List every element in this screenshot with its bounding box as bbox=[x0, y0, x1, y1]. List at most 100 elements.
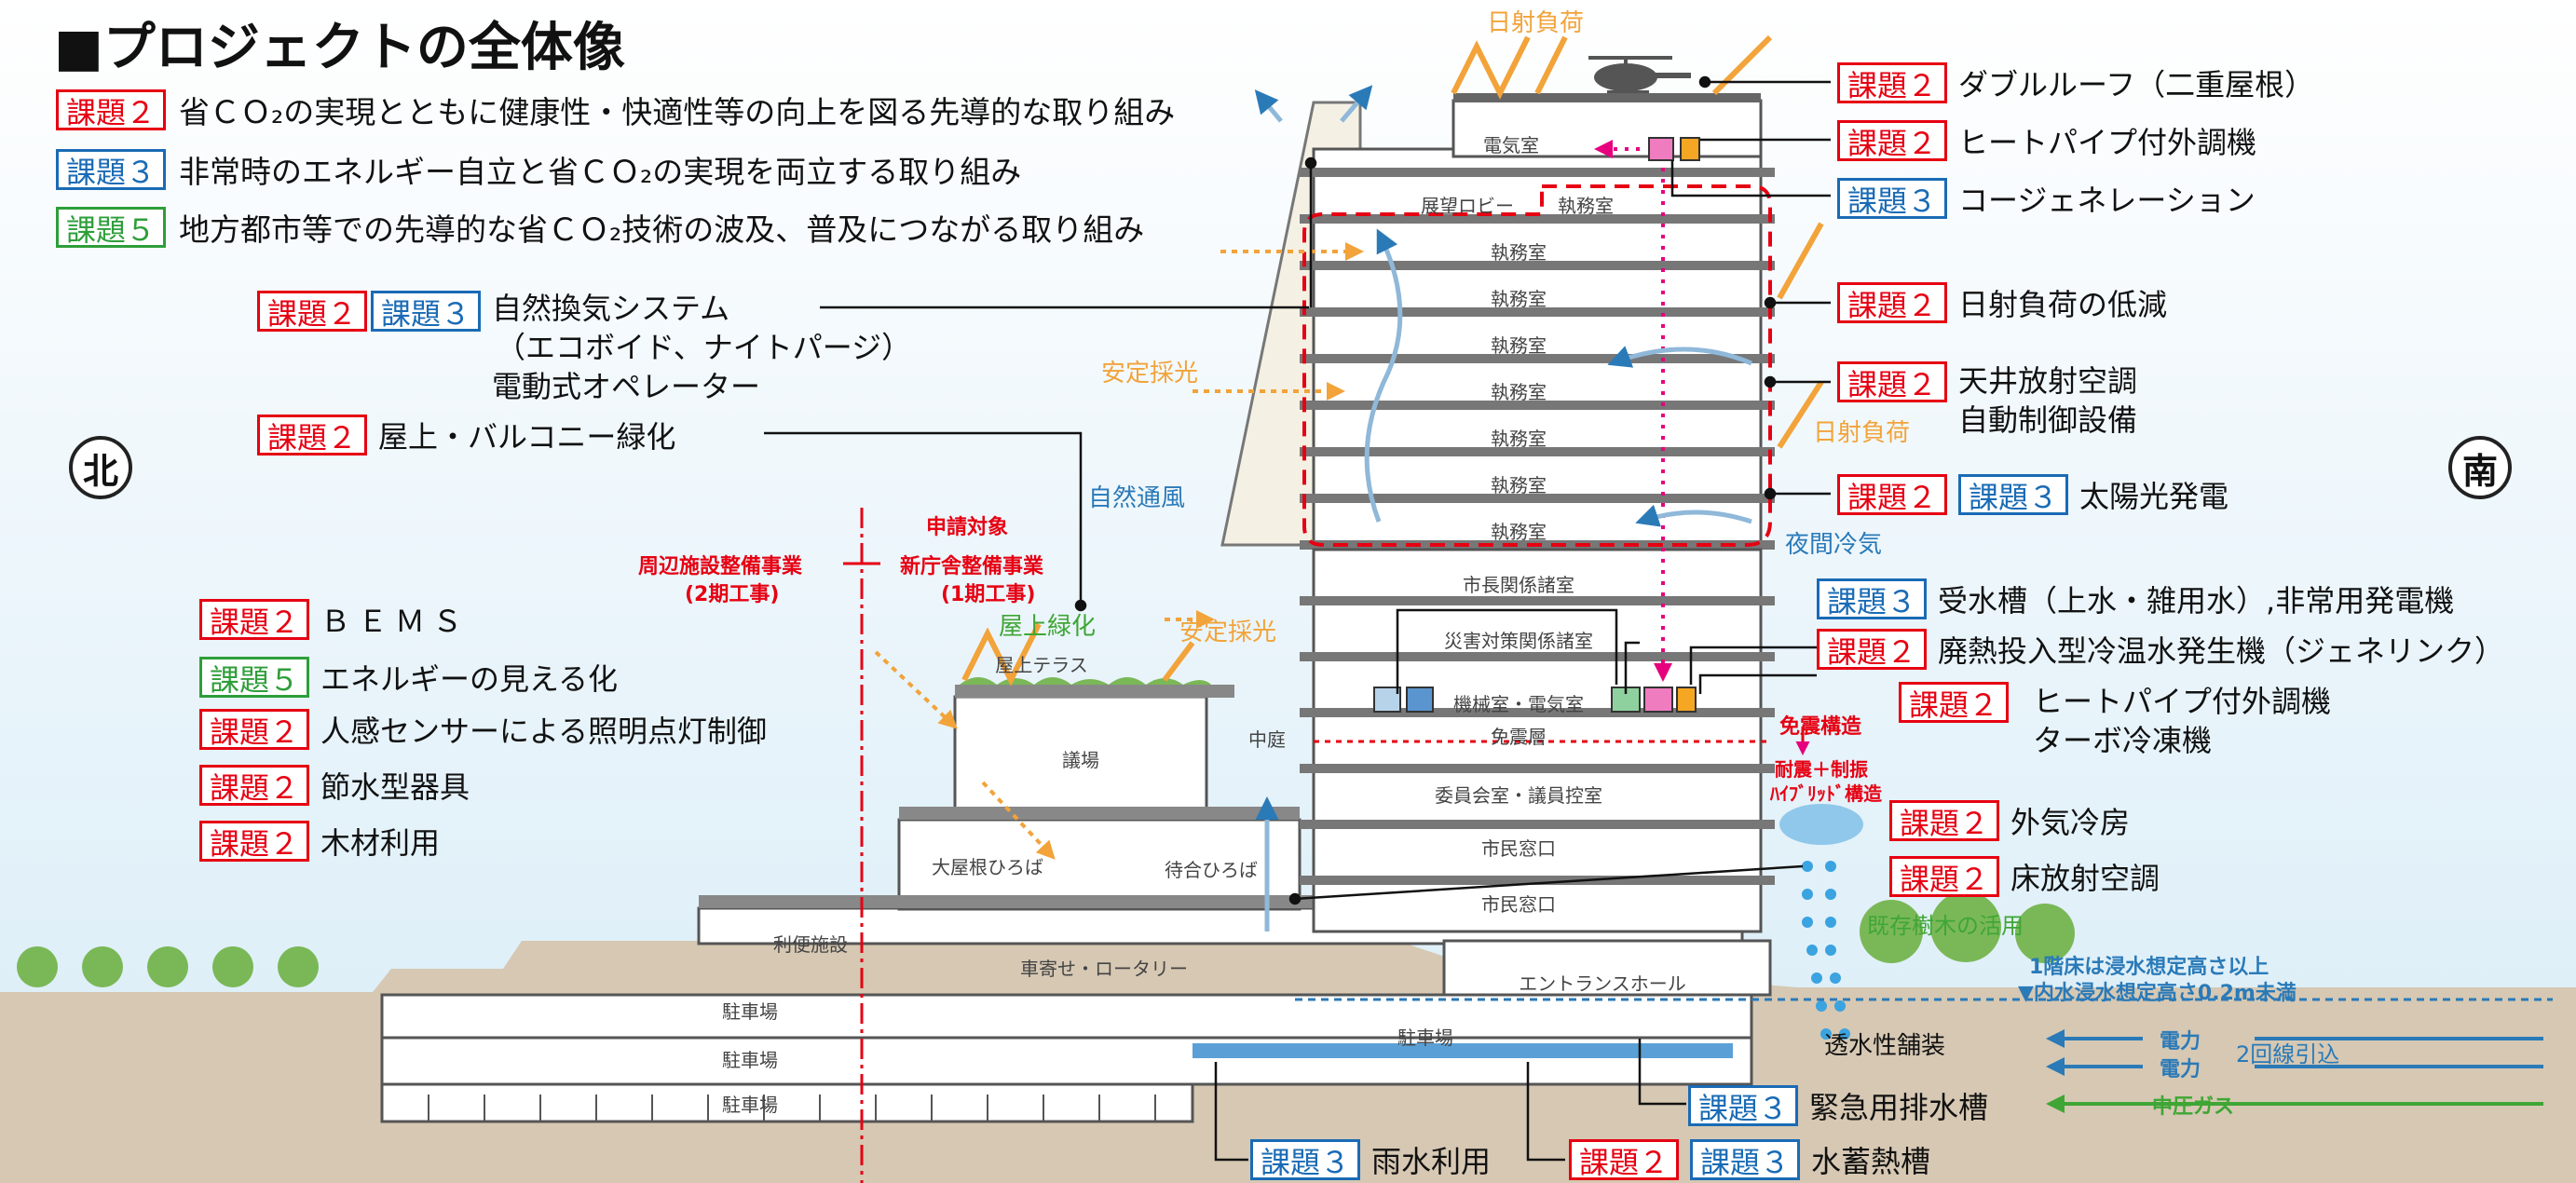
legend-text: 地方都市等での先導的な省ＣＯ₂技術の波及、普及につながる取り組み bbox=[179, 211, 1145, 248]
legend-item-2: 課題２ 省ＣＯ₂の実現とともに健康性・快適性等の向上を図る先導的な取り組み bbox=[56, 88, 1175, 132]
label-text: 外気冷房 bbox=[2010, 805, 2131, 840]
label-sensor: 課題２ 人感センサーによる照明点灯制御 bbox=[199, 708, 767, 751]
helicopter-icon bbox=[1588, 56, 1691, 93]
room-entrance: エントランスホール bbox=[1519, 972, 1686, 995]
label-heatpipe-top: 課題２ ヒートパイプ付外調機 bbox=[1837, 119, 2256, 162]
annotation-stable-light: 安定採光 bbox=[1179, 619, 1277, 646]
room-courtyard: 中庭 bbox=[1248, 728, 1286, 751]
annotation-solar-load: 日射負荷 bbox=[1487, 9, 1585, 37]
label-greening: 課題２ 屋上・バルコニー緑化 bbox=[257, 414, 675, 456]
annotation-iso-structure: 免震構造 bbox=[1779, 715, 1862, 739]
label-floor-radiant: 課題２ 床放射空調 bbox=[1889, 855, 2160, 898]
annotation-natural-flow: 自然通風 bbox=[1088, 484, 1186, 512]
label-natural-ventilation: 課題２ 課題３ 自然換気システム （エコボイド、ナイトパージ） 電動式オペレータ… bbox=[257, 291, 911, 407]
label-text: 木材利用 bbox=[320, 825, 441, 861]
label-visualization: 課題５ エネルギーの見える化 bbox=[199, 656, 618, 699]
label-rainwater: 課題３ 雨水利用 bbox=[1250, 1138, 1491, 1181]
label-solar-reduction: 課題２ 日射負荷の低減 bbox=[1837, 281, 2167, 324]
label-text: ＢＥＭＳ bbox=[320, 604, 470, 639]
badge: 課題２ bbox=[1899, 682, 2010, 723]
label-text: 日射負荷の低減 bbox=[1958, 287, 2168, 322]
room-terrace: 屋上テラス bbox=[995, 654, 1088, 676]
label-heatpipe-mid: 課題２ ヒートパイプ付外調機 ターボ冷凍機 bbox=[1899, 682, 2331, 760]
badge: 課題２ bbox=[199, 821, 310, 862]
label-line: 自動制御設備 bbox=[1958, 402, 2138, 439]
label-text: ヒートパイプ付外調機 bbox=[1958, 125, 2257, 160]
annotation-flood: ▼内水浸水想定高さ0.2m未満 bbox=[2018, 982, 2297, 1005]
annotation-night-cool: 夜間冷気 bbox=[1785, 531, 1883, 559]
label-ceiling-radiant: 課題２ 天井放射空調 自動制御設備 bbox=[1837, 361, 2137, 440]
annotation-surrounding: 周辺施設整備事業 bbox=[638, 555, 803, 578]
room-disaster: 災害対策関係諸室 bbox=[1444, 630, 1593, 652]
label-line: （エコボイド、ナイトパージ） bbox=[496, 330, 912, 366]
annotation-apply-target: 申請対象 bbox=[926, 516, 1009, 539]
label-line: ヒートパイプ付外調機 bbox=[2033, 684, 2332, 719]
label-water-tank: 課題３ 受水槽（上水・雑用水）,非常用発電機 bbox=[1817, 578, 2454, 620]
badge: 課題２ bbox=[1569, 1139, 1680, 1180]
label-text: 人感センサーによる照明点灯制御 bbox=[320, 714, 768, 749]
annotation-phase2: (2期工事) bbox=[685, 583, 780, 606]
label-thermal-storage: 課題２ 課題３ 水蓄熱槽 bbox=[1569, 1138, 1930, 1181]
label-outside-cooling: 課題２ 外気冷房 bbox=[1889, 799, 2130, 842]
badge: 課題２ bbox=[199, 709, 310, 750]
label-text: 雨水利用 bbox=[1371, 1144, 1492, 1179]
annotation-flood: 1階床は浸水想定高さ以上 bbox=[2029, 956, 2269, 979]
annotation-power: 電力 bbox=[2160, 1030, 2201, 1054]
legend-item-5: 課題５ 地方都市等での先導的な省ＣＯ₂技術の波及、普及につながる取り組み bbox=[56, 205, 1144, 250]
badge: 課題３ bbox=[1817, 578, 1928, 619]
legend-text: 非常時のエネルギー自立と省ＣＯ₂の実現を両立する取り組み bbox=[179, 154, 1022, 190]
room-office: 執務室 bbox=[1558, 195, 1614, 217]
badge: 課題２ bbox=[199, 599, 310, 640]
trees-right bbox=[1860, 891, 2075, 963]
room-waiting: 待合ひろば bbox=[1165, 859, 1258, 881]
room-parking: 駐車場 bbox=[722, 1000, 778, 1023]
badge: 課題２ bbox=[1889, 800, 2000, 841]
room-office: 執務室 bbox=[1491, 428, 1547, 450]
annotation-power: 電力 bbox=[2160, 1058, 2201, 1081]
room-office: 執務室 bbox=[1491, 288, 1547, 310]
label-text: エネルギーの見える化 bbox=[320, 661, 619, 697]
label-bems: 課題２ ＢＥＭＳ bbox=[199, 598, 470, 641]
badge: 課題３ bbox=[1837, 178, 1948, 219]
room-mayor: 市長関係諸室 bbox=[1463, 574, 1574, 596]
badge: 課題２ bbox=[1889, 856, 2000, 897]
compass-south: 南 bbox=[2448, 436, 2512, 499]
legend-item-3: 課題３ 非常時のエネルギー自立と省ＣＯ₂の実現を両立する取り組み bbox=[56, 147, 1021, 192]
room-citizen: 市民窓口 bbox=[1481, 893, 1556, 916]
badge: 課題２ bbox=[56, 89, 167, 130]
label-text: 節水型器具 bbox=[320, 769, 470, 805]
label-line: ターボ冷凍機 bbox=[2033, 723, 2213, 759]
label-text: 緊急用排水槽 bbox=[1809, 1090, 1989, 1125]
room-electric: 電気室 bbox=[1483, 134, 1539, 156]
label-text: ダブルルーフ（二重屋根） bbox=[1958, 67, 2315, 102]
room-office: 執務室 bbox=[1491, 474, 1547, 496]
annotation-two-line: 2回線引込 bbox=[2236, 1041, 2340, 1067]
annotation-stable-light: 安定採光 bbox=[1101, 360, 1199, 388]
annotation-hybrid: ﾊｲﾌﾞﾘｯﾄﾞ構造 bbox=[1770, 782, 1882, 805]
room-office: 執務室 bbox=[1491, 241, 1547, 264]
annotation-solar-load: 日射負荷 bbox=[1813, 419, 1911, 447]
room-machine: 機械室・電気室 bbox=[1453, 693, 1584, 715]
badge: 課題３ bbox=[1690, 1139, 1801, 1180]
label-cogeneration: 課題３ コージェネレーション bbox=[1837, 177, 2256, 220]
room-parking: 駐車場 bbox=[1397, 1027, 1453, 1049]
label-text: 床放射空調 bbox=[2010, 861, 2160, 896]
compass-north: 北 bbox=[69, 436, 132, 499]
badge: 課題２ bbox=[257, 415, 368, 456]
room-citizen: 市民窓口 bbox=[1481, 837, 1556, 860]
room-assembly: 議場 bbox=[1062, 749, 1099, 771]
room-office: 執務室 bbox=[1491, 521, 1547, 543]
badge: 課題５ bbox=[56, 207, 167, 248]
label-text: 太陽光発電 bbox=[2079, 479, 2229, 514]
legend-text: 省ＣＯ₂の実現とともに健康性・快適性等の向上を図る先導的な取り組み bbox=[179, 94, 1176, 130]
annotation-existing-trees: 既存樹木の活用 bbox=[1867, 913, 2024, 939]
annotation-permeable: 透水性舗装 bbox=[1824, 1032, 1946, 1060]
page-title: ■プロジェクトの全体像 bbox=[54, 18, 625, 78]
badge: 課題５ bbox=[199, 657, 310, 698]
label-text: 廃熱投入型冷温水発生機（ジェネリンク） bbox=[1938, 633, 2505, 669]
room-office: 執務室 bbox=[1491, 381, 1547, 403]
label-line: 電動式オペレーター bbox=[492, 369, 761, 405]
label-double-roof: 課題２ ダブルルーフ（二重屋根） bbox=[1837, 61, 2314, 104]
annotation-new-hall: 新庁舎整備事業 bbox=[900, 555, 1044, 578]
